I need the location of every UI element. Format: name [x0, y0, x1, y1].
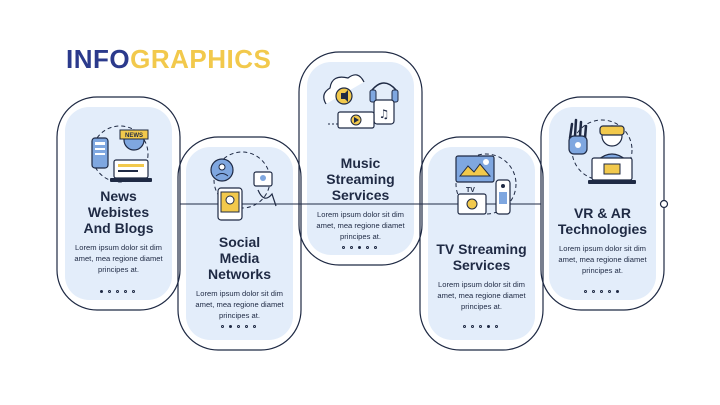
page-dot [584, 290, 587, 293]
page-dot [124, 290, 127, 293]
step-5-heading: VR & AR Technologies [557, 205, 648, 237]
page-dot [495, 325, 498, 328]
page-dot [237, 325, 240, 328]
active-page-dot [487, 325, 490, 328]
page-dot [608, 290, 611, 293]
active-page-dot [358, 246, 361, 249]
page-dot [245, 325, 248, 328]
step-4-dots [463, 325, 498, 328]
page-dot [479, 325, 482, 328]
step-4-description: Lorem ipsum dolor sit dim amet, mea regi… [437, 280, 526, 311]
page-dot [342, 246, 345, 249]
social-media-icon [210, 151, 277, 221]
step-3-dots [342, 246, 377, 249]
page-dot [374, 246, 377, 249]
page-title: INFOGRAPHICS [66, 44, 271, 75]
page-dot [592, 290, 595, 293]
page-dot [116, 290, 119, 293]
page-dot [132, 290, 135, 293]
step-2-dots [221, 325, 256, 328]
title-part-graphics: GRAPHICS [130, 44, 272, 74]
step-4-card: TV Streaming Services Lorem ipsum dolor … [431, 241, 532, 312]
active-page-dot [616, 290, 619, 293]
svg-text:NEWS: NEWS [125, 133, 143, 139]
step-1-heading: News Webistes And Blogs [83, 188, 154, 236]
page-dot [463, 325, 466, 328]
svg-text:TV: TV [466, 187, 475, 194]
step-2-description: Lorem ipsum dolor sit dim amet, mea regi… [195, 289, 284, 320]
page-dot [253, 325, 256, 328]
step-1-description: Lorem ipsum dolor sit dim amet, mea regi… [74, 243, 163, 274]
step-5-dots [584, 290, 619, 293]
page-dot [350, 246, 353, 249]
step-2-card: Social Media Networks Lorem ipsum dolor … [189, 234, 290, 321]
svg-text:♫: ♫ [379, 107, 390, 121]
vr-ar-icon [568, 118, 636, 184]
page-dot [471, 325, 474, 328]
step-2-panel [186, 147, 293, 340]
title-part-info: INFO [66, 44, 131, 74]
step-2-heading: Social Media Networks [207, 234, 272, 282]
step-4-heading: TV Streaming Services [436, 241, 527, 273]
step-2-outline [177, 136, 302, 351]
step-1-card: News Webistes And Blogs Lorem ipsum dolo… [68, 188, 169, 275]
step-4-outline [419, 136, 544, 351]
step-3-description: Lorem ipsum dolor sit dim amet, mea regi… [316, 210, 405, 241]
page-dot [221, 325, 224, 328]
step-3-heading: Music Streaming Services [326, 155, 395, 203]
step-5-card: VR & AR Technologies Lorem ipsum dolor s… [552, 205, 653, 276]
step-5-panel [549, 107, 656, 300]
step-1-dots [100, 290, 135, 293]
active-page-dot [229, 325, 232, 328]
page-dot [600, 290, 603, 293]
active-page-dot [100, 290, 103, 293]
step-3-outline [298, 51, 423, 266]
page-dot [108, 290, 111, 293]
step-3-card: Music Streaming Services Lorem ipsum dol… [310, 155, 411, 242]
music-streaming-icon: ♫ [323, 74, 399, 129]
tv-streaming-icon: TV [455, 153, 517, 215]
page-dot [366, 246, 369, 249]
news-websites-icon: NEWS [91, 125, 152, 183]
connector-end-dot [659, 199, 669, 209]
step-5-description: Lorem ipsum dolor sit dim amet, mea regi… [558, 244, 647, 275]
